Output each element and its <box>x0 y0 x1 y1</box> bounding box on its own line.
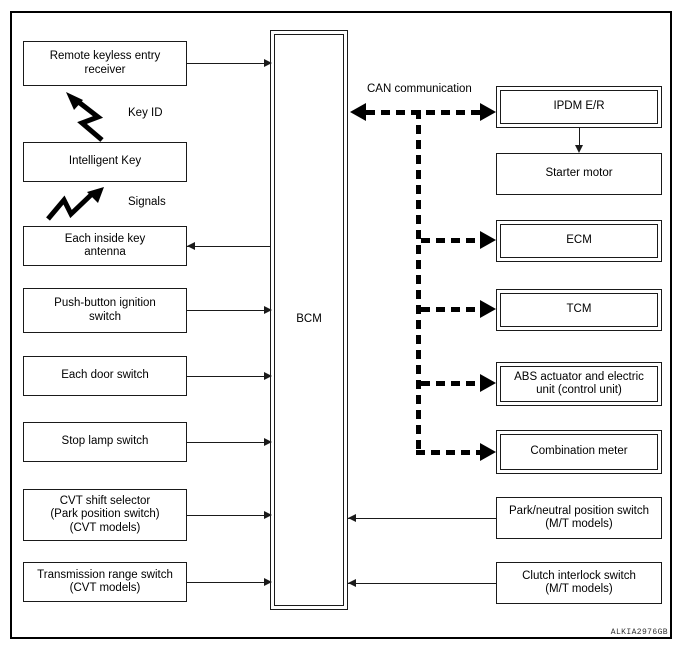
node-ipdm-er[interactable]: IPDM E/R <box>496 86 662 128</box>
node-label: Park/neutral position switch (M/T models… <box>509 504 649 531</box>
arrowhead-left <box>187 242 195 250</box>
arrowhead-right <box>264 306 272 314</box>
node-label: IPDM E/R <box>553 100 605 113</box>
connector-rke-to-bcm <box>187 63 270 64</box>
node-push-button-ignition-switch[interactable]: Push-button ignition switch <box>23 288 187 333</box>
node-label: BCM <box>296 313 322 326</box>
can-bus-vertical-trunk <box>416 110 421 455</box>
connector-pbis-to-bcm <box>187 310 270 311</box>
connector-ipdm-to-starter <box>579 128 580 147</box>
node-combination-meter[interactable]: Combination meter <box>496 430 662 474</box>
node-tcm[interactable]: TCM <box>496 289 662 331</box>
node-remote-keyless-entry-receiver[interactable]: Remote keyless entry receiver <box>23 41 187 86</box>
rf-zigzag-uplink-icon <box>66 92 104 142</box>
node-ecm[interactable]: ECM <box>496 220 662 262</box>
arrowhead-right <box>264 372 272 380</box>
node-transmission-range-switch[interactable]: Transmission range switch (CVT models) <box>23 562 187 602</box>
node-label: Remote keyless entry receiver <box>49 50 161 76</box>
connector-pnp-to-bcm <box>348 518 496 519</box>
arrowhead-left <box>348 514 356 522</box>
can-bus-main-horizontal <box>366 110 480 115</box>
arrowhead-right <box>264 59 272 67</box>
node-label: Stop lamp switch <box>61 435 149 448</box>
label-key-id: Key ID <box>128 107 163 119</box>
node-label: ECM <box>566 234 592 247</box>
node-label: Starter motor <box>545 167 613 180</box>
node-starter-motor[interactable]: Starter motor <box>496 153 662 195</box>
arrowhead-right <box>264 438 272 446</box>
node-ecm-inner: ECM <box>500 224 658 258</box>
arrowhead-right <box>264 511 272 519</box>
can-arrowhead-right-to-tcm <box>480 300 496 318</box>
node-label: CVT shift selector (Park position switch… <box>50 494 160 534</box>
connector-cvtshift-to-bcm <box>187 515 270 516</box>
reference-code: ALKIA2976GB <box>610 628 668 637</box>
can-branch-to-combination-meter <box>416 450 480 455</box>
node-tcm-inner: TCM <box>500 293 658 327</box>
node-label: Transmission range switch (CVT models) <box>37 568 173 595</box>
connector-trange-to-bcm <box>187 582 270 583</box>
node-label: Push-button ignition switch <box>54 297 156 323</box>
can-arrowhead-right-to-ecm <box>480 231 496 249</box>
connector-bcm-to-antenna <box>187 246 270 247</box>
node-intelligent-key[interactable]: Intelligent Key <box>23 142 187 182</box>
node-cvt-shift-selector[interactable]: CVT shift selector (Park position switch… <box>23 489 187 541</box>
can-arrowhead-right-to-abs <box>480 374 496 392</box>
node-label: ABS actuator and electric unit (control … <box>514 370 644 397</box>
connector-door-to-bcm <box>187 376 270 377</box>
can-branch-to-abs <box>421 381 480 386</box>
node-ipdm-er-inner: IPDM E/R <box>500 90 658 124</box>
rf-zigzag-downlink-icon <box>46 187 104 221</box>
node-bcm-inner: BCM <box>274 34 344 606</box>
label-can-communication: CAN communication <box>367 83 472 95</box>
can-branch-to-ecm <box>421 238 480 243</box>
can-arrowhead-right-to-ipdm <box>480 103 496 121</box>
node-each-inside-key-antenna[interactable]: Each inside key antenna <box>23 226 187 266</box>
connector-stoplamp-to-bcm <box>187 442 270 443</box>
node-label: Combination meter <box>530 445 628 458</box>
can-arrowhead-right-to-combination-meter <box>480 443 496 461</box>
node-abs-actuator-inner: ABS actuator and electric unit (control … <box>500 366 658 402</box>
diagram-outer-frame <box>10 11 672 639</box>
node-label: Each inside key antenna <box>64 232 146 259</box>
arrowhead-left <box>348 579 356 587</box>
arrowhead-down <box>575 145 583 153</box>
node-label: TCM <box>566 303 592 316</box>
node-clutch-interlock-switch[interactable]: Clutch interlock switch (M/T models) <box>496 562 662 604</box>
can-bus-corner-joint <box>416 110 421 116</box>
node-label: Clutch interlock switch (M/T models) <box>522 569 636 596</box>
node-abs-actuator[interactable]: ABS actuator and electric unit (control … <box>496 362 662 406</box>
node-bcm[interactable]: BCM <box>270 30 348 610</box>
can-branch-to-tcm <box>421 307 480 312</box>
node-label: Intelligent Key <box>68 155 142 168</box>
node-park-neutral-position-switch[interactable]: Park/neutral position switch (M/T models… <box>496 497 662 539</box>
node-label: Each door switch <box>61 369 149 382</box>
label-signals: Signals <box>128 196 166 208</box>
node-stop-lamp-switch[interactable]: Stop lamp switch <box>23 422 187 462</box>
can-arrowhead-left-to-bcm <box>350 103 366 121</box>
node-each-door-switch[interactable]: Each door switch <box>23 356 187 396</box>
arrowhead-right <box>264 578 272 586</box>
node-combination-meter-inner: Combination meter <box>500 434 658 470</box>
connector-clutch-to-bcm <box>348 583 496 584</box>
